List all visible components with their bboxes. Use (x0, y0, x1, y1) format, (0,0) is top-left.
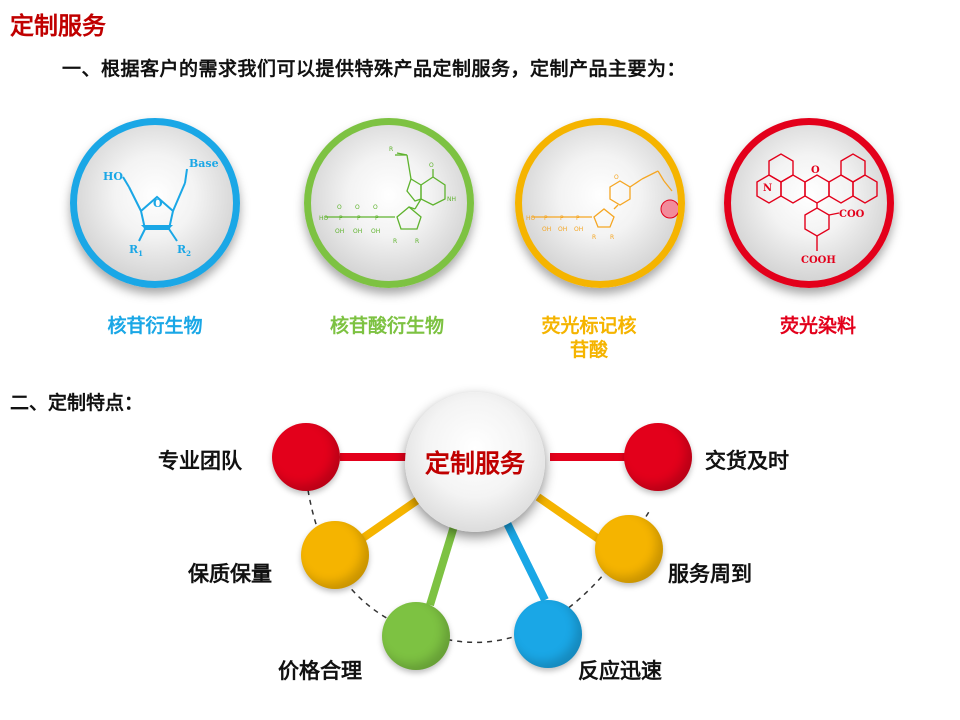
product-label-nucleotide: 核苷酸衍生物 (329, 315, 444, 337)
svg-text:O: O (614, 174, 619, 181)
svg-text:O: O (337, 204, 342, 211)
svg-text:R1: R1 (129, 243, 143, 258)
svg-text:OH: OH (353, 228, 362, 235)
feature-label-quality: 保质保量 (188, 562, 272, 586)
feature-label-response: 反应迅速 (578, 659, 662, 683)
svg-text:P: P (339, 215, 343, 222)
svg-text:P: P (576, 215, 580, 222)
svg-text:R: R (592, 234, 596, 241)
product-circle-nucleoside: HO Base O R1 R2 (70, 118, 240, 288)
svg-text:P: P (375, 215, 379, 222)
svg-text:COO: COO (839, 209, 865, 220)
feature-dot-team (272, 423, 340, 491)
feature-label-service: 服务周到 (668, 562, 752, 586)
product-circle-fluorescent-nucleotide: HO P P P OH OH OH R R O (515, 118, 685, 288)
svg-text:OH: OH (542, 226, 551, 233)
center-label: 定制服务 (424, 449, 525, 478)
nucleotide-structure-icon: HO P P P O O O OH OH OH R R O NH R (319, 146, 456, 245)
svg-text:HO: HO (526, 215, 536, 222)
product-label-fluorescent-nucleotide: 荧光标记核苷酸 (541, 315, 637, 361)
svg-text:P: P (560, 215, 564, 222)
svg-text:P: P (544, 215, 548, 222)
center-circle: 定制服务 (405, 392, 545, 532)
svg-text:OH: OH (335, 228, 344, 235)
product-label-nucleoside: 核苷衍生物 (107, 315, 203, 337)
feature-label-team: 专业团队 (158, 449, 242, 473)
svg-text:N: N (763, 183, 772, 194)
svg-text:R: R (415, 238, 419, 245)
product-circle-nucleotide: HO P P P O O O OH OH OH R R O NH R (304, 118, 474, 288)
svg-text:HO: HO (103, 170, 123, 183)
svg-text:O: O (811, 165, 820, 176)
svg-text:O: O (153, 197, 163, 210)
svg-text:R2: R2 (177, 243, 191, 258)
feature-dot-price (382, 602, 450, 670)
svg-text:R: R (393, 238, 397, 245)
feature-label-delivery: 交货及时 (705, 449, 789, 473)
svg-text:OH: OH (558, 226, 567, 233)
svg-text:O: O (429, 162, 434, 169)
intro-text: 一、根据客户的需求我们可以提供特殊产品定制服务，定制产品主要为： (62, 58, 687, 80)
svg-text:OH: OH (371, 228, 380, 235)
svg-text:R: R (610, 234, 614, 241)
nucleoside-structure-icon: HO Base O R1 R2 (103, 157, 219, 258)
svg-text:R: R (389, 146, 393, 153)
svg-text:Base: Base (189, 157, 219, 170)
svg-text:O: O (373, 204, 378, 211)
section-heading-features: 二、定制特点： (10, 392, 144, 414)
svg-text:O: O (355, 204, 360, 211)
product-label-fluorescent-dye: 荧光染料 (779, 315, 856, 337)
fluorescent-nucleotide-structure-icon: HO P P P OH OH OH R R O (526, 170, 678, 241)
feature-label-price: 价格合理 (278, 659, 362, 683)
page-title: 定制服务 (10, 12, 106, 40)
product-circle-fluorescent-dye: COO COOH N O (724, 118, 894, 288)
svg-text:COOH: COOH (801, 255, 836, 266)
feature-dot-delivery (624, 423, 692, 491)
svg-text:P: P (357, 215, 361, 222)
feature-dot-response (514, 600, 582, 668)
feature-dot-quality (301, 521, 369, 589)
fluorescent-dye-structure-icon: COO COOH N O (756, 153, 878, 266)
svg-text:OH: OH (574, 226, 583, 233)
svg-text:NH: NH (447, 196, 456, 203)
feature-dot-service (595, 515, 663, 583)
svg-text:HO: HO (319, 215, 329, 222)
